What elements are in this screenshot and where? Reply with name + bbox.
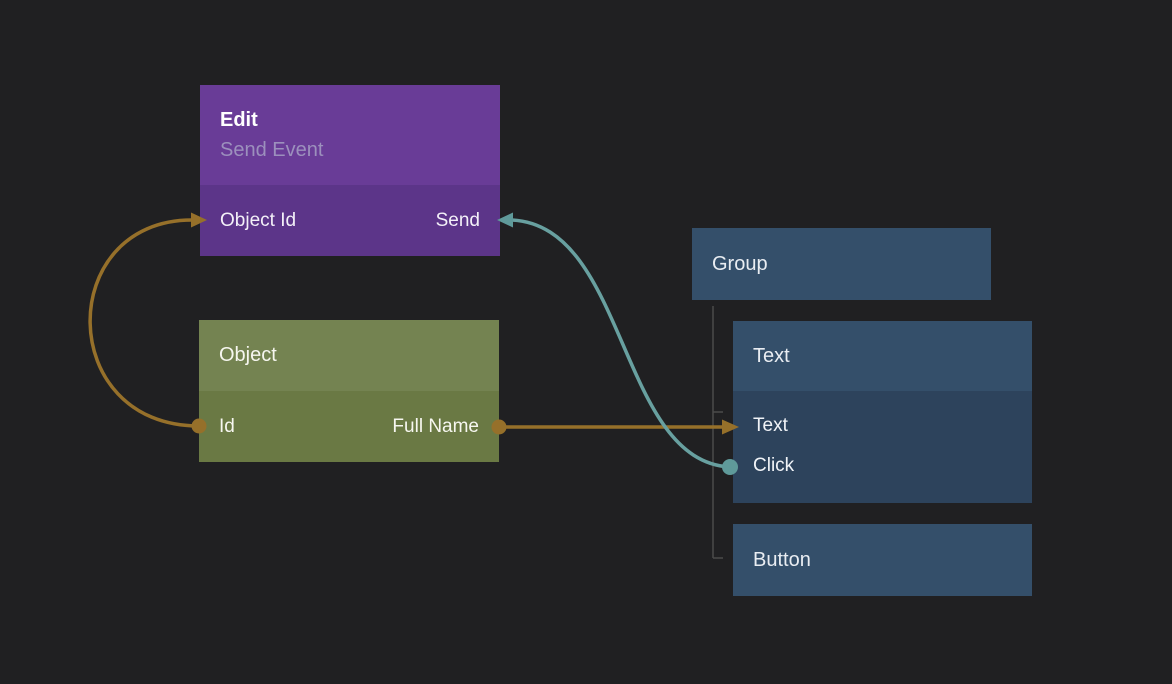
port-label-send: Send (435, 209, 480, 231)
connection-id-to-object-id[interactable] (88, 212, 207, 434)
arrowhead-icon[interactable] (722, 419, 739, 435)
node-button[interactable]: Button (733, 524, 1032, 596)
node-text-title: Text (753, 344, 790, 367)
node-button-title: Button (753, 548, 811, 571)
port-dot-full-name[interactable] (491, 419, 507, 435)
port-dot-id[interactable] (191, 418, 207, 434)
node-group-title: Group (712, 252, 768, 275)
port-row-click[interactable]: Click (753, 446, 1012, 486)
node-text[interactable]: Text Text Click (733, 321, 1032, 503)
port-row-text[interactable]: Text (753, 406, 1012, 446)
node-object-header: Object (199, 320, 499, 391)
node-text-header: Text (733, 321, 1032, 391)
arrowhead-icon[interactable] (497, 212, 513, 228)
node-object-title: Object (219, 344, 277, 366)
node-object-ports-row: Id Full Name (199, 391, 499, 462)
node-edit-header: Edit Send Event (200, 85, 500, 185)
wire-id-to-object-id[interactable] (88, 218, 200, 428)
node-edit-title: Edit (220, 109, 258, 131)
group-tree-connector (712, 306, 723, 559)
node-group[interactable]: Group (692, 228, 991, 300)
node-object[interactable]: Object Id Full Name (199, 320, 499, 462)
port-label-full-name: Full Name (392, 415, 479, 437)
connection-full-name-to-text[interactable] (491, 419, 740, 435)
port-label-id: Id (219, 415, 235, 437)
port-label-text: Text (753, 415, 788, 436)
node-edit-subtitle: Send Event (220, 139, 324, 161)
node-text-ports-section: Text Click (733, 391, 1032, 503)
wire-click-to-send[interactable] (511, 218, 731, 469)
node-button-header: Button (733, 524, 1032, 596)
arrowhead-icon[interactable] (191, 212, 207, 228)
port-dot-click[interactable] (722, 459, 738, 475)
node-edit-ports-row: Object Id Send (200, 185, 500, 256)
port-label-object-id: Object Id (220, 209, 297, 231)
connection-click-to-send[interactable] (497, 212, 738, 476)
port-label-click: Click (753, 455, 795, 476)
node-group-header: Group (692, 228, 991, 300)
node-edit[interactable]: Edit Send Event Object Id Send (200, 85, 500, 256)
